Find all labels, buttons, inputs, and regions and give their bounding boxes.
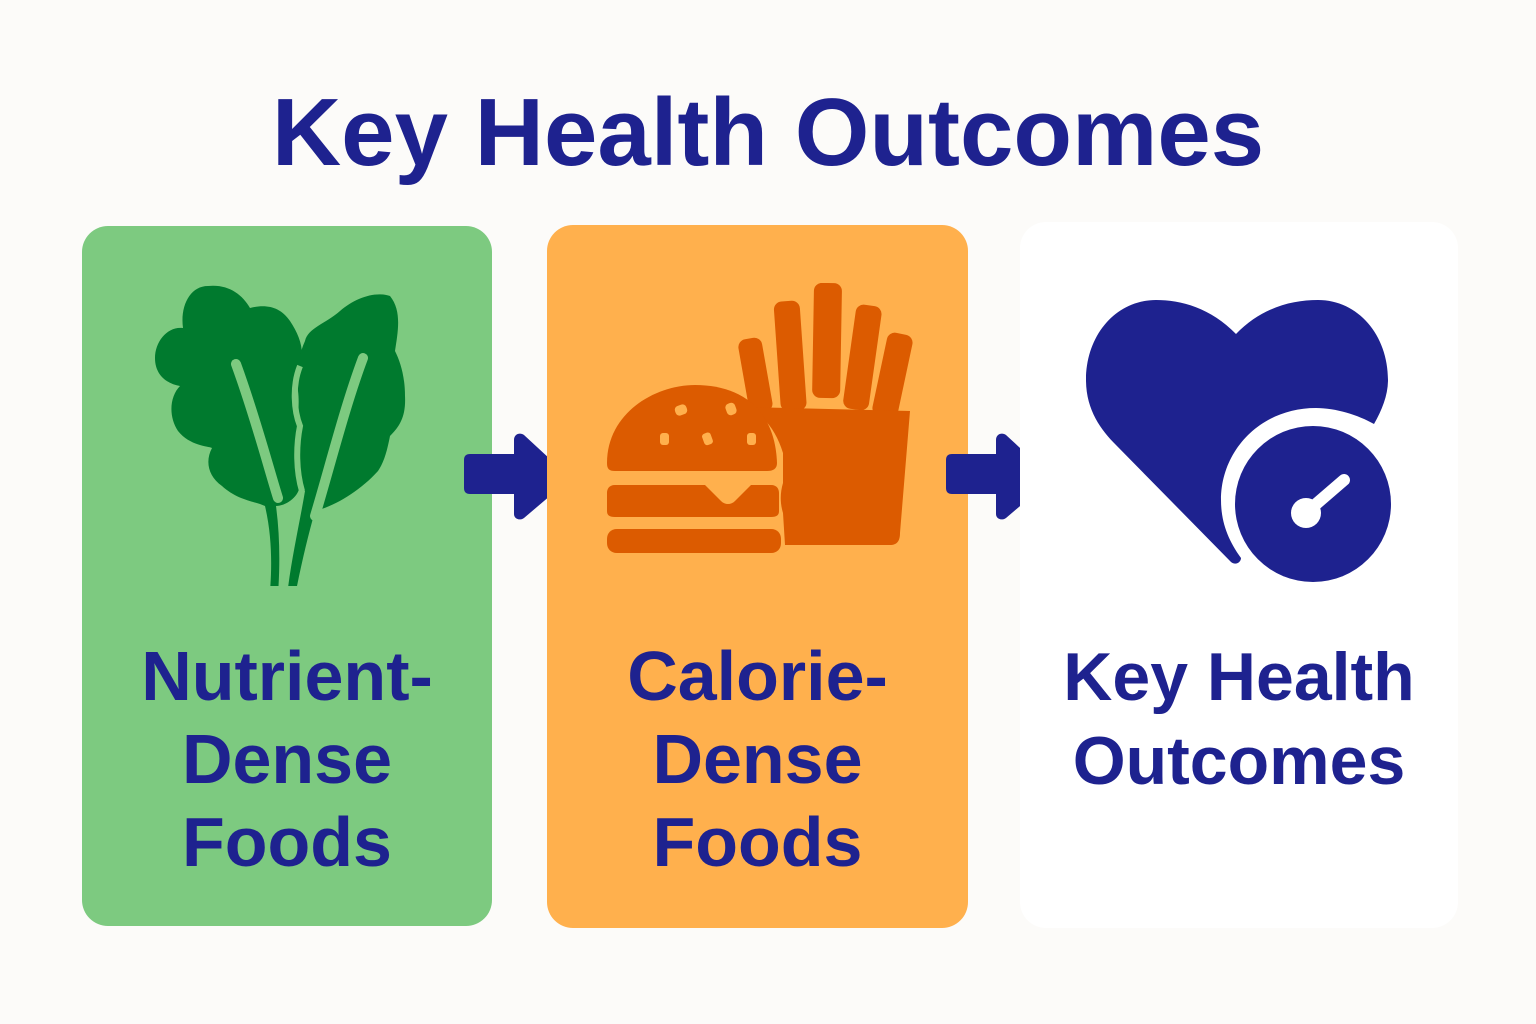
- leafy-greens-icon: [155, 285, 406, 586]
- card-key-health-outcomes: Key Health Outcomes: [1020, 222, 1458, 928]
- card-label: Key Health Outcomes: [1063, 639, 1415, 799]
- card-nutrient-dense-foods: Nutrient- Dense Foods: [82, 226, 492, 926]
- burger-fries-icon: [607, 283, 913, 553]
- page-title: Key Health Outcomes: [271, 79, 1265, 186]
- card-calorie-dense-foods: Calorie- Dense Foods: [547, 225, 968, 928]
- card-label: Nutrient- Dense Foods: [141, 637, 433, 881]
- heart-gauge-icon: [1086, 300, 1391, 582]
- arrow-right-icon: [464, 433, 567, 520]
- card-label: Calorie- Dense Foods: [627, 637, 888, 881]
